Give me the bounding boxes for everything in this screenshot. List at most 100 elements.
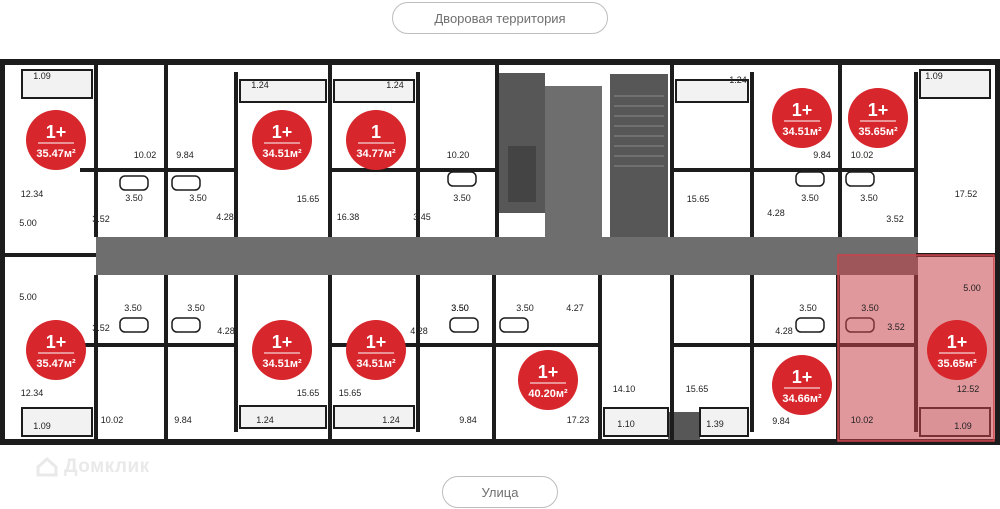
- badge-circle: [346, 320, 406, 380]
- room-area-label: 10.20: [447, 150, 470, 160]
- watermark-text: Домклик: [64, 456, 150, 477]
- apartment-badge-a3[interactable]: 134.77м²: [346, 110, 406, 170]
- room-area-label: 3.52: [886, 214, 904, 224]
- room-area-label: 12.34: [21, 189, 44, 199]
- room-area-label: 1.39: [706, 419, 724, 429]
- room-area-label: 15.65: [297, 194, 320, 204]
- apartment-badge-a6[interactable]: 1+ 35.47м²: [26, 320, 86, 380]
- room-area-label: 1.24: [251, 80, 269, 90]
- room-area-label: 4.28: [216, 212, 234, 222]
- badge-rooms: 1+: [272, 122, 293, 142]
- room-area-label: 1.24: [386, 80, 404, 90]
- badge-circle: [772, 88, 832, 148]
- room-area-label: 15.65: [339, 388, 362, 398]
- badge-area: 34.66м²: [782, 393, 822, 405]
- street-label: Улица: [442, 476, 558, 508]
- badge-circle: [848, 88, 908, 148]
- stair-steps: [614, 95, 664, 167]
- room-area-label: 17.23: [567, 415, 590, 425]
- room-area-label: 16.38: [337, 212, 360, 222]
- room-area-label: 3.50: [801, 193, 819, 203]
- watermark: Домклик: [36, 456, 150, 478]
- room-area-label: 1.24: [382, 415, 400, 425]
- badge-circle: [26, 320, 86, 380]
- room-area-label: 1.24: [256, 415, 274, 425]
- apartment-badge-a9[interactable]: 1+ 40.20м²: [518, 350, 578, 410]
- badge-rooms: 1+: [947, 332, 968, 352]
- room-area-label: 4.28: [217, 326, 235, 336]
- room-area-label: 10.02: [134, 150, 157, 160]
- room-area-label: 10.02: [851, 415, 874, 425]
- corridor: [96, 237, 918, 275]
- room-area-label: 9.84: [176, 150, 194, 160]
- lift-shaft: [508, 146, 536, 202]
- house-logo-icon: [36, 457, 58, 477]
- room-area-label: 3.52: [92, 214, 110, 224]
- badge-area: 34.51м²: [262, 358, 302, 370]
- badge-circle: [26, 110, 86, 170]
- apartment-badge-a10[interactable]: 1+ 34.66м²: [772, 355, 832, 415]
- badge-area: 34.51м²: [782, 126, 822, 138]
- room-area-label: 14.10: [613, 384, 636, 394]
- room-area-label: 3.50: [189, 193, 207, 203]
- badge-area: 35.65м²: [858, 126, 898, 138]
- badge-area: 34.51м²: [262, 148, 302, 160]
- room-area-label: 4.28: [410, 326, 428, 336]
- room-area-label: 4.28: [775, 326, 793, 336]
- room-area-label: 9.84: [813, 150, 831, 160]
- room-area-label: 3.50: [125, 193, 143, 203]
- badge-rooms: 1+: [792, 367, 813, 387]
- badge-area: 34.51м²: [356, 358, 396, 370]
- room-area-label: 17.52: [955, 189, 978, 199]
- badge-area: 34.77м²: [356, 148, 396, 160]
- apartment-badge-a7[interactable]: 1+ 34.51м²: [252, 320, 312, 380]
- badge-rooms: 1+: [366, 332, 387, 352]
- badge-circle: [772, 355, 832, 415]
- room-area-label: 4.27: [566, 303, 584, 313]
- room-area-label: 3.50: [516, 303, 534, 313]
- badge-area: 40.20м²: [528, 388, 568, 400]
- room-area-label: 3.50: [799, 303, 817, 313]
- room-area-label: 10.02: [851, 150, 874, 160]
- room-area-label: 3.50: [453, 193, 471, 203]
- courtyard-label: Дворовая территория: [392, 2, 608, 34]
- room-area-label: 3.52: [887, 322, 905, 332]
- room-area-label: 3.50: [124, 303, 142, 313]
- room-area-label: 1.24: [729, 75, 747, 85]
- room-area-label: 3.45: [413, 212, 431, 222]
- apartment-badge-a2[interactable]: 1+ 34.51м²: [252, 110, 312, 170]
- apartment-badge-a11[interactable]: 1+35.65м²: [927, 320, 987, 380]
- room-area-label: 12.34: [21, 388, 44, 398]
- room-area-label: 1.09: [925, 71, 943, 81]
- badge-area: 35.47м²: [36, 358, 76, 370]
- badge-circle: [346, 110, 406, 170]
- room-area-label: 5.00: [19, 218, 37, 228]
- room-area-label: 12.52: [957, 384, 980, 394]
- room-area-label: 3.50: [861, 303, 879, 313]
- badge-rooms: 1+: [272, 332, 293, 352]
- room-area-label: 3.50: [451, 303, 469, 313]
- apartment-badge-a1[interactable]: 1+ 35.47м²: [26, 110, 86, 170]
- room-area-label: 3.50: [187, 303, 205, 313]
- room-area-label: 1.10: [617, 419, 635, 429]
- badge-rooms: 1+: [46, 332, 67, 352]
- room-area-label: 5.00: [963, 283, 981, 293]
- lift-hall: [545, 86, 602, 237]
- room-area-label: 1.09: [954, 421, 972, 431]
- badge-circle: [518, 350, 578, 410]
- room-area-label: 3.50: [451, 303, 469, 313]
- room-area-label: 3.50: [860, 193, 878, 203]
- badge-rooms: 1+: [538, 362, 559, 382]
- badge-rooms: 1+: [792, 100, 813, 120]
- room-area-label: 4.28: [767, 208, 785, 218]
- badge-rooms: 1+: [46, 122, 67, 142]
- apartment-badge-a8[interactable]: 1+ 34.51м²: [346, 320, 406, 380]
- room-area-label: 5.00: [19, 292, 37, 302]
- room-area-label: 1.09: [33, 71, 51, 81]
- room-area-label: 9.84: [459, 415, 477, 425]
- apartment-badge-a5[interactable]: 1+35.65м²: [848, 88, 908, 148]
- badge-area: 35.47м²: [36, 148, 76, 160]
- apartment-badge-a4[interactable]: 1+ 34.51м²: [772, 88, 832, 148]
- badge-circle: [927, 320, 987, 380]
